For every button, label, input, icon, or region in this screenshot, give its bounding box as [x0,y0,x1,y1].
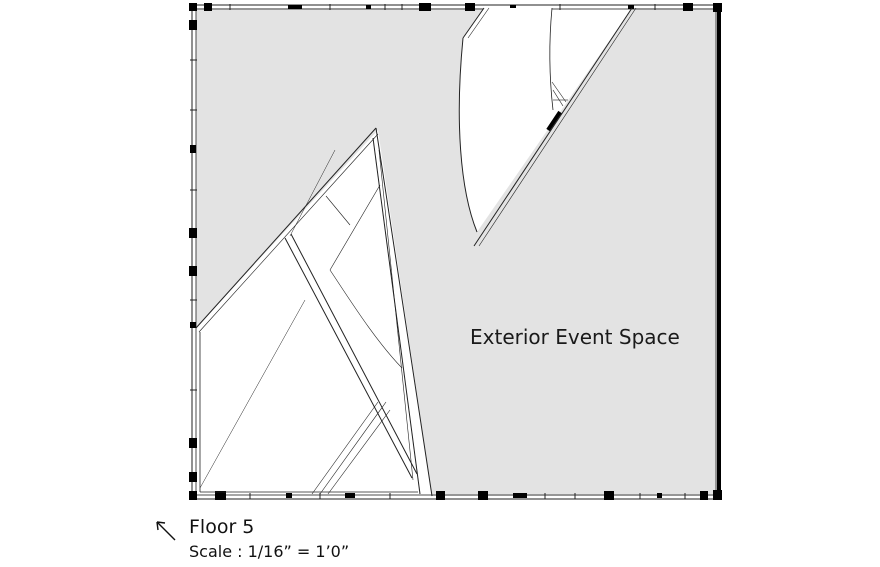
floor-title: Floor 5 [189,516,255,538]
column [628,5,634,9]
enclosure-wall-east-inner2 [378,149,414,481]
column [189,438,197,448]
void-diagonal-wall [473,7,633,247]
column [189,3,197,11]
void-column-thick [546,110,562,132]
column [713,3,722,12]
enclosure-wall-east [375,127,433,497]
exterior-event-space-area [196,8,718,496]
column [366,5,371,9]
void-curved-edge-east [549,7,554,111]
column [419,3,431,11]
inner-wall-frame [195,8,717,496]
enclosure-glazing-1 [199,299,306,489]
curved-void [458,7,637,247]
column [436,491,445,500]
angled-enclosure [195,127,433,497]
enclosure-wall-diagonal-inner [198,133,379,333]
outer-walls [191,4,721,500]
column [683,3,693,11]
room-label-exterior-event-space: Exterior Event Space [470,325,680,349]
void-diagonal-wall-inner [478,7,637,247]
enclosure-glazing-5 [311,401,379,495]
enclosure-wall-east-inner [372,137,421,495]
column [604,491,614,500]
enclosure-glazing-3 [325,195,351,226]
column [189,228,197,238]
column [288,5,302,9]
enclosure-brace-long-inner [290,233,418,475]
enclosure-glazing-4 [329,184,381,271]
enclosure-glazing-2 [289,149,336,237]
enclosure-glazing-6 [319,401,387,495]
column [465,3,475,11]
column [190,322,196,328]
scale-text: Scale : 1/16” = 1’0” [189,542,350,561]
enclosure-wall-diagonal [195,127,377,329]
column [189,266,197,276]
void-entry-line-2 [467,7,490,39]
void-fill [459,8,553,232]
column [190,145,196,153]
wall-columns [189,3,722,500]
north-arrow-icon [156,521,176,541]
void-entry-line-1 [462,7,485,39]
column [713,490,722,500]
column [478,491,488,500]
enclosure-arc-wall [329,269,403,369]
enclosure-brace-long [284,237,413,479]
column [215,491,226,500]
column [189,491,197,500]
void-stair-2 [552,89,564,107]
column [345,493,355,498]
void-stair-3 [551,81,567,103]
enclosure-glazing-7 [327,409,391,495]
column [286,493,292,498]
column [510,5,516,9]
void-curved-edge [458,37,478,233]
column [189,20,197,30]
column [189,472,197,482]
column [700,491,708,500]
window-mullions [190,4,686,499]
column [513,493,527,498]
column [657,493,662,498]
column [204,3,212,11]
